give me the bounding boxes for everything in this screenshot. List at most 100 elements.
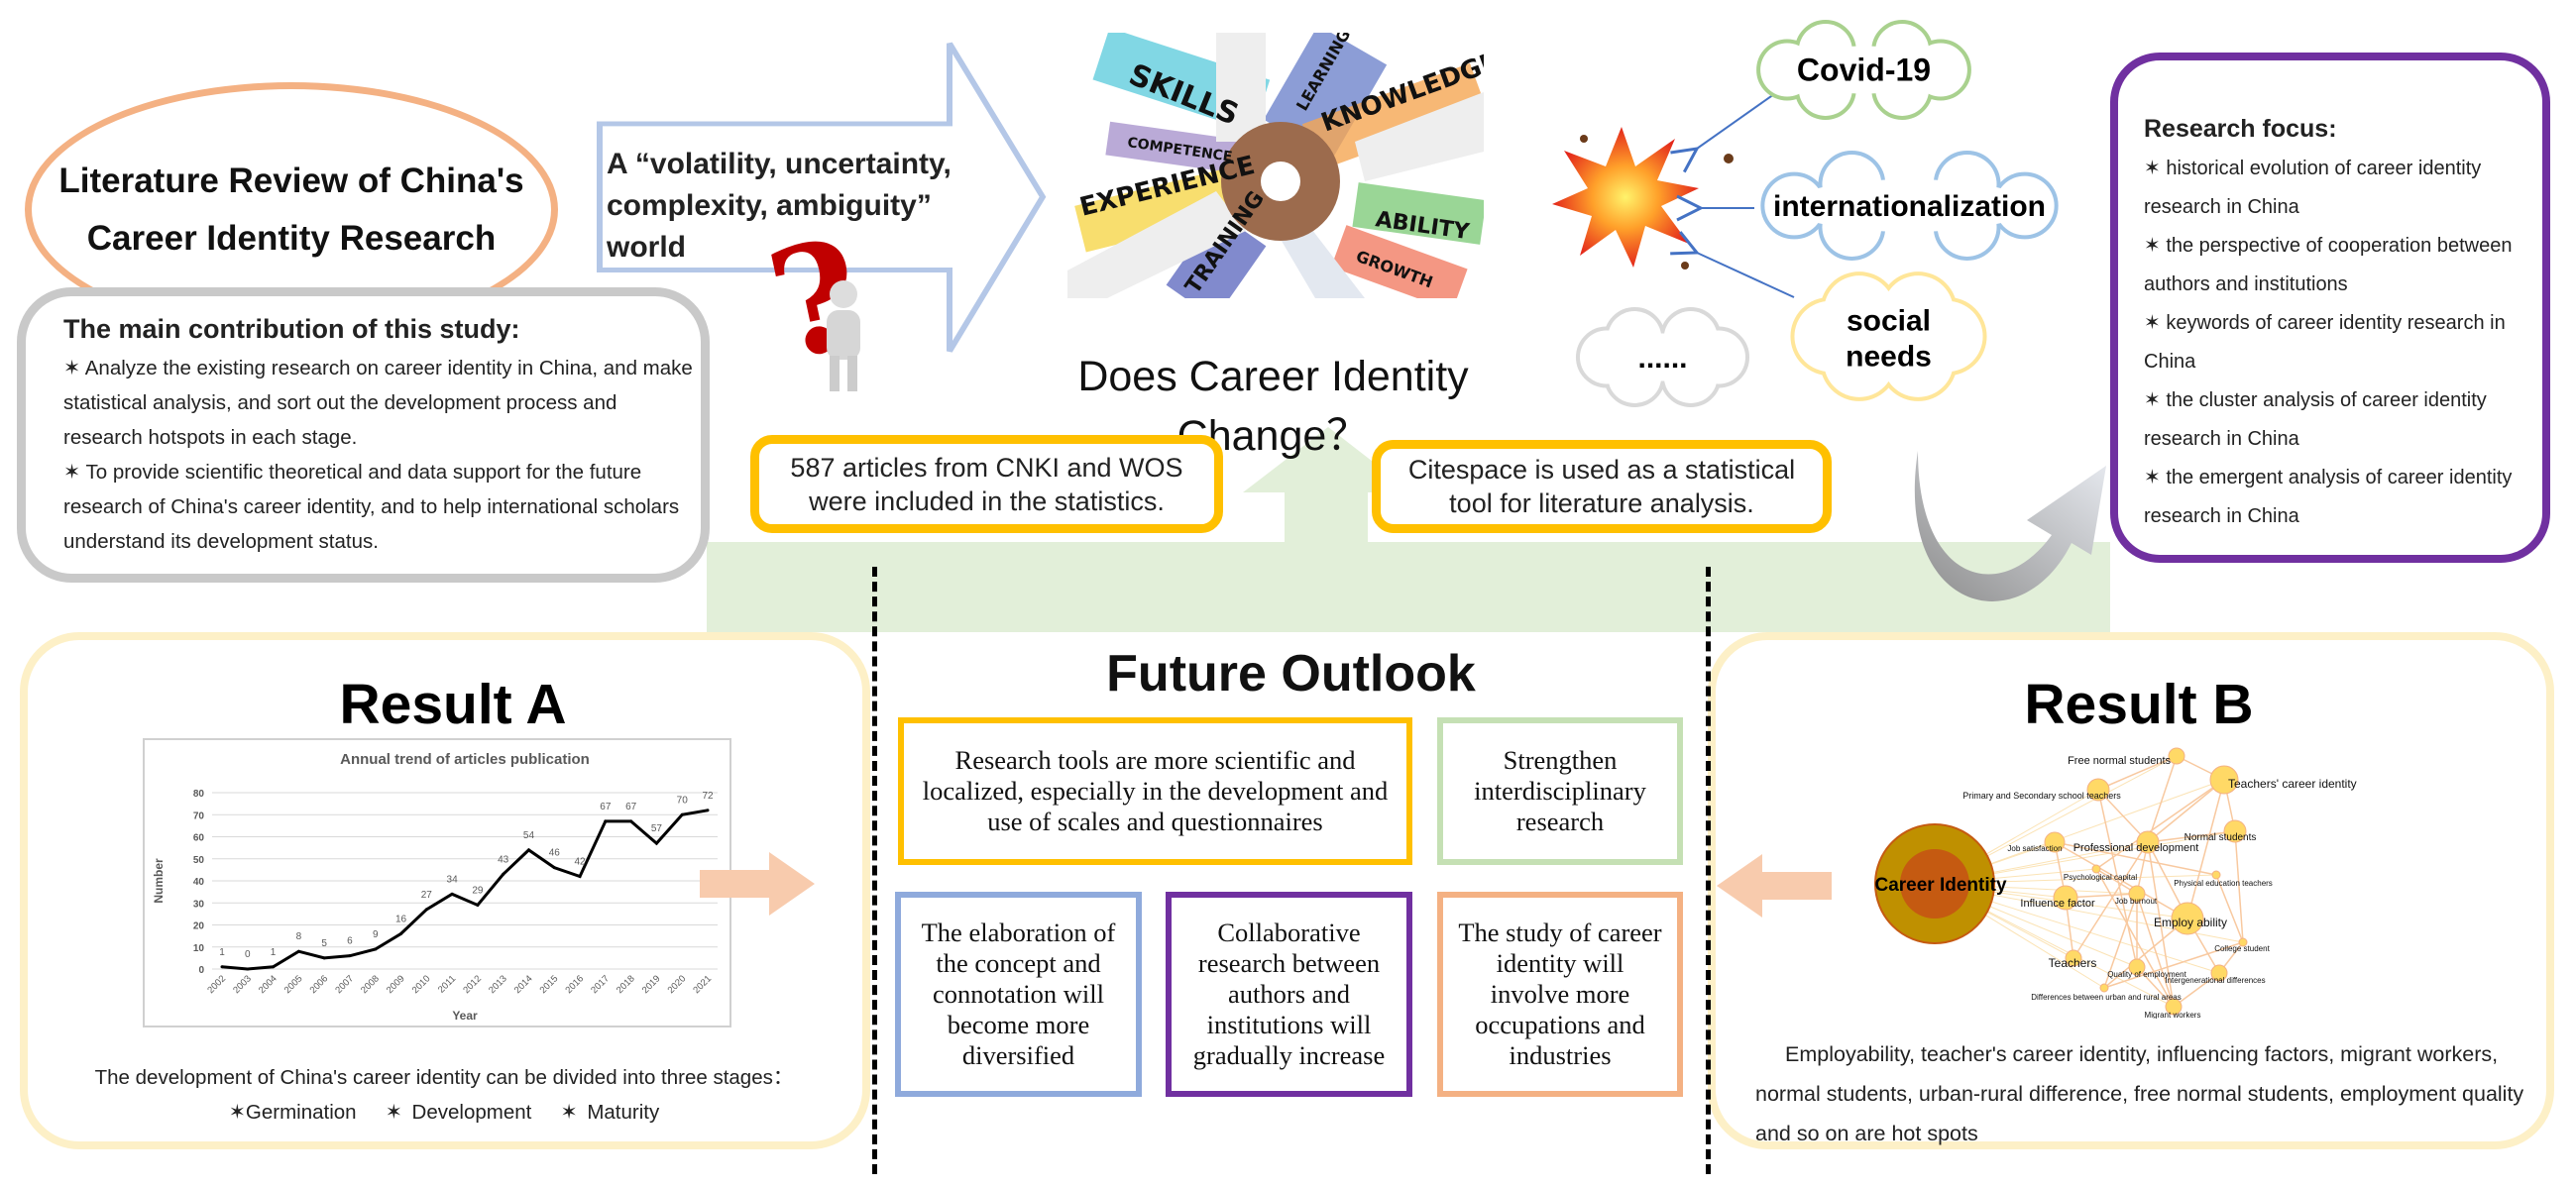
outlook-item-interdisciplinary: Strengthen interdisciplinary research: [1437, 717, 1683, 865]
data-point: [476, 903, 480, 907]
vuca-arrow-shape: [597, 42, 1047, 353]
cloud-internationalization: internationalization: [1760, 151, 2059, 261]
data-label: 1: [271, 947, 277, 958]
annual-trend-chart: Annual trend of articles publication0102…: [143, 738, 731, 1027]
data-point: [348, 954, 352, 958]
data-label: 16: [395, 914, 407, 924]
network-edge: [2097, 789, 2149, 843]
center-node-inner: [1900, 849, 1969, 919]
cloud-label: Covid-19: [1797, 53, 1931, 88]
data-label: 54: [523, 830, 535, 841]
data-point: [654, 841, 658, 845]
contribution-item: ✶ Analyze the existing research on caree…: [63, 357, 693, 449]
data-label: 29: [472, 885, 484, 896]
y-tick-label: 20: [193, 921, 205, 932]
network-node: [2238, 937, 2248, 947]
network-node-label: Quality of employment: [2107, 970, 2186, 979]
network-edge: [2103, 893, 2138, 989]
curved-arrow-icon: [1914, 451, 2106, 601]
result-b-caption: Employability, teacher's career identity…: [1755, 1042, 2524, 1145]
network-edge: [2147, 830, 2236, 843]
y-axis-label: Number: [152, 858, 166, 904]
data-point: [272, 965, 276, 969]
data-label: 1: [219, 947, 225, 958]
network-node-label: Job burnout: [2115, 897, 2158, 906]
data-label: 67: [600, 802, 612, 812]
data-label: 42: [574, 857, 586, 868]
data-point: [296, 949, 300, 953]
network-node: [2053, 885, 2078, 911]
cloud-label: ......: [1637, 342, 1687, 375]
network-node: [2086, 778, 2110, 802]
network-node-label: Teachers' career identity: [2228, 777, 2357, 791]
outlook-item-occupations: The study of career identity will involv…: [1437, 892, 1683, 1097]
data-label: 67: [625, 802, 637, 812]
data-label: 46: [549, 848, 561, 859]
future-outlook-title: Future Outlook: [1106, 645, 1476, 703]
result-a-title: Result A: [339, 673, 567, 736]
data-label: 9: [373, 929, 379, 940]
outlook-item-research-tools: Research tools are more scientific and l…: [898, 717, 1412, 865]
y-tick-label: 30: [193, 899, 205, 910]
cloud-more: ......: [1575, 307, 1750, 407]
main-title-line2: Career Identity Research: [86, 218, 497, 258]
network-node-label: Teachers: [2049, 956, 2097, 970]
network-edge: [2136, 893, 2175, 1008]
focus-item: ✶ keywords of career identity research i…: [2144, 312, 2506, 373]
network-edge: [2054, 841, 2217, 876]
network-node-label: Intergenerational differences: [2165, 976, 2265, 985]
network-edge: [2136, 966, 2175, 1008]
network-edge: [2095, 779, 2225, 870]
data-point: [578, 875, 582, 879]
data-point: [604, 819, 608, 823]
data-point: [424, 908, 428, 912]
network-node-label: Normal students: [2184, 832, 2257, 843]
stage-development: ✶ Development: [385, 1101, 532, 1124]
network-edge: [2095, 868, 2175, 1008]
question-mark-icon: ?: [754, 205, 877, 395]
chart-title: Annual trend of articles publication: [340, 751, 590, 768]
research-focus-box: Research focus: ✶ historical evolution o…: [2110, 53, 2550, 563]
data-point: [220, 965, 224, 969]
network-node-label: Free normal students: [2068, 755, 2171, 767]
result-a-caption: The development of China's career identi…: [94, 1066, 794, 1089]
focus-item: ✶ historical evolution of career identit…: [2144, 158, 2482, 218]
data-point: [526, 848, 530, 852]
network-node-label: Employ ability: [2154, 916, 2227, 929]
data-point: [399, 931, 403, 935]
network-node: [2136, 830, 2160, 854]
data-point: [322, 956, 326, 960]
result-b-title: Result B: [2024, 673, 2254, 736]
network-edge: [2054, 841, 2188, 919]
y-tick-label: 80: [193, 789, 205, 800]
network-node-label: Professional development: [2073, 842, 2199, 854]
network-node: [2171, 902, 2204, 935]
network-edge: [2173, 972, 2220, 1008]
network-edge: [2234, 830, 2244, 943]
series-line: [221, 809, 709, 971]
data-label: 8: [296, 931, 302, 942]
articles-count-box: 587 articles from CNKI and WOS were incl…: [750, 435, 1223, 533]
y-tick-label: 40: [193, 877, 205, 888]
data-label: 6: [347, 936, 353, 947]
thinking-person-icon: ?: [755, 206, 901, 394]
network-node-label: College student: [2214, 944, 2270, 953]
outlook-item-concept: The elaboration of the concept and conno…: [895, 892, 1142, 1097]
data-label: 70: [677, 795, 689, 806]
data-label: 0: [245, 949, 251, 960]
network-edge: [2147, 755, 2178, 843]
divider-left: [872, 567, 877, 1174]
stage-maturity: ✶ Maturity: [560, 1101, 660, 1124]
data-label: 43: [498, 854, 509, 865]
cloud-covid-19: Covid-19: [1756, 20, 1971, 120]
result-b-panel: Result B Employability, teacher's career…: [1708, 632, 2554, 1149]
contribution-title: The main contribution of this study:: [63, 314, 520, 344]
data-point: [680, 812, 684, 816]
network-node: [2165, 998, 2183, 1016]
network-node: [2168, 747, 2185, 765]
stage-germination: ✶Germination: [228, 1101, 357, 1124]
vuca-text: A “volatility, uncertainty, complexity, …: [607, 148, 952, 264]
